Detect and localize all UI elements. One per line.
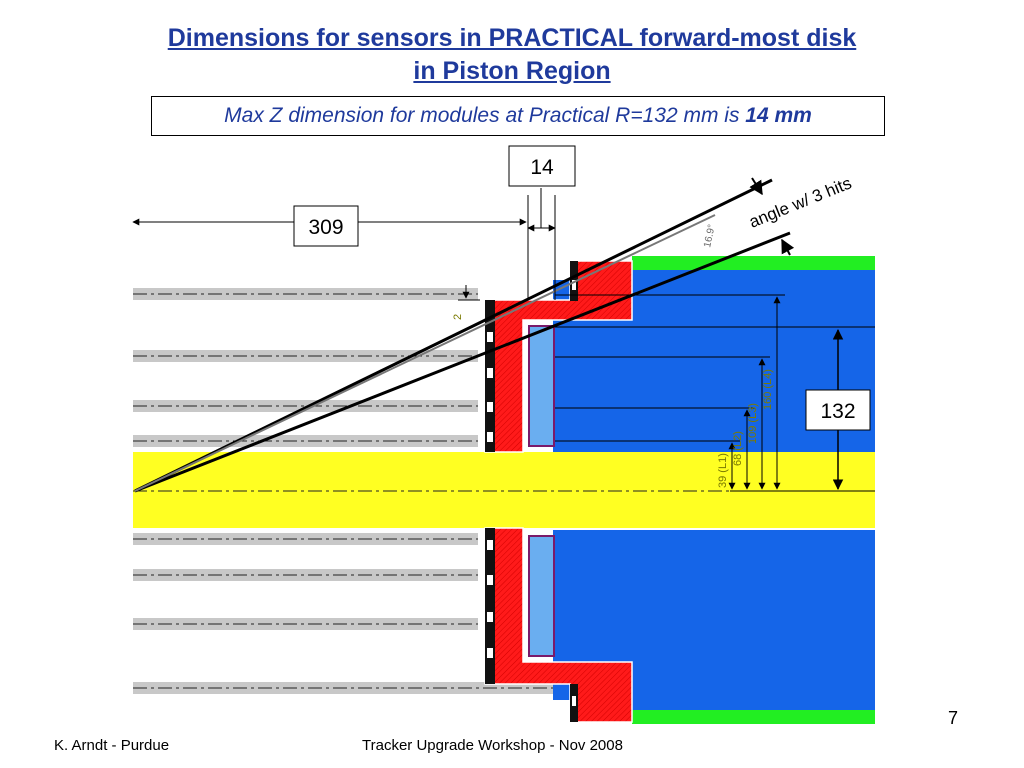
angle-label: angle w/ 3 hits [746, 173, 854, 231]
slide-title: Dimensions for sensors in PRACTICAL forw… [0, 22, 1024, 88]
footer-author: K. Arndt - Purdue [54, 737, 170, 754]
label-l4: 160 (L4) [762, 369, 774, 410]
footer-event: Tracker Upgrade Workshop - Nov 2008 [362, 737, 623, 754]
angle-pointers [749, 177, 795, 256]
page-number: 7 [948, 708, 959, 728]
sensor-module-bottom [528, 535, 555, 657]
label-l2: 68 (L2) [732, 431, 744, 466]
green-part-bottom [632, 710, 875, 724]
label-l3: 109 (L3) [747, 403, 759, 444]
label-2: 2 [452, 314, 464, 320]
degree-label: 16.9° [702, 223, 718, 248]
title-line-2: in Piston Region [413, 57, 611, 85]
angle-lines [134, 178, 791, 493]
subtitle-box: Max Z dimension for modules at Practical… [151, 96, 885, 136]
label-14: 14 [530, 156, 554, 179]
box-309 [293, 205, 359, 247]
box-132 [805, 389, 871, 431]
label-l1: 39 (L1) [717, 453, 729, 488]
label-132: 132 [820, 400, 855, 423]
title-line-1: Dimensions for sensors in PRACTICAL forw… [167, 24, 857, 52]
sensor-module-top [528, 325, 555, 447]
two-mm-marker [458, 285, 480, 301]
red-structure-bottom [484, 527, 633, 723]
grey-lines [133, 288, 563, 694]
green-part-top [632, 256, 875, 270]
layer-labels: 39 (L1) 68 (L2) 109 (L3) 160 (L4) 2 [452, 314, 774, 488]
yellow-beam [133, 452, 875, 528]
radius-lines [555, 294, 875, 492]
box-14 [508, 145, 576, 187]
subtitle-bold-value: 14 mm [745, 104, 812, 127]
dim-14 [527, 188, 556, 300]
subtitle-text: Max Z dimension for modules at Practical… [224, 104, 746, 127]
label-309: 309 [308, 216, 343, 239]
